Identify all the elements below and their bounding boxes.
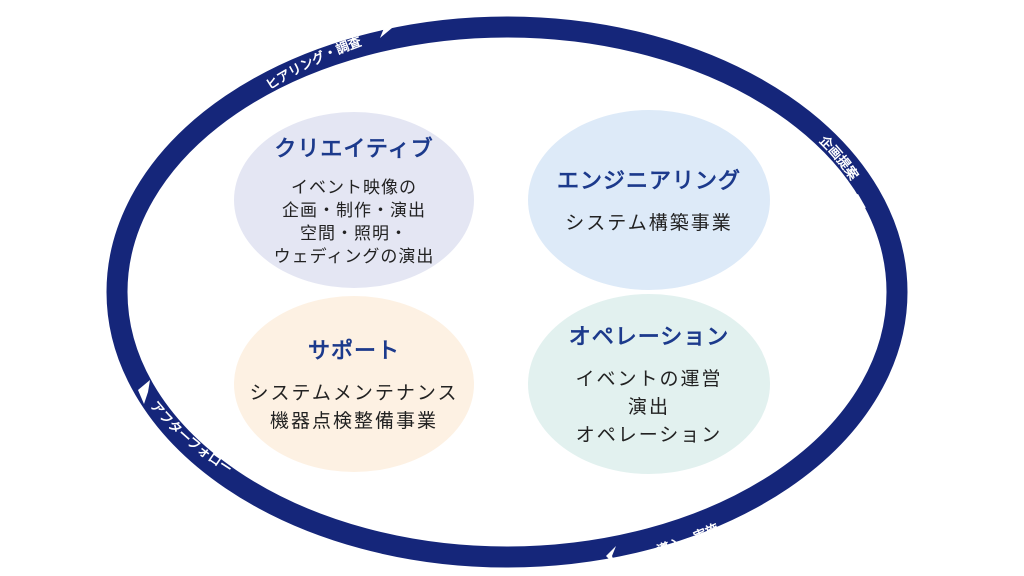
creative-title: クリエイティブ <box>274 137 434 162</box>
engineering-line: システム構築事業 <box>565 212 733 234</box>
ring-arrow-top <box>380 20 392 38</box>
operation-title: オペレーション <box>568 325 730 350</box>
support-title: サポート <box>307 339 400 364</box>
engineering-title: エンジニアリング <box>556 169 741 194</box>
creative-line: ウェディングの演出 <box>273 247 435 267</box>
ring-arrow-bottom <box>606 546 616 566</box>
support-line: 機器点検整備事業 <box>269 410 438 432</box>
support-circle: サポート システムメンテナンス 機器点検整備事業 <box>234 296 474 472</box>
creative-line: 企画・制作・演出 <box>282 201 426 221</box>
operation-line: オペレーション <box>575 424 723 446</box>
engineering-circle: エンジニアリング システム構築事業 <box>528 110 770 290</box>
support-line: システムメンテナンス <box>249 382 459 404</box>
label-after-follow: アフターフォロー <box>147 399 235 477</box>
ring-arrow-right <box>846 194 866 208</box>
creative-line: 空間・照明・ <box>300 224 408 244</box>
operation-line: 演出 <box>627 396 670 418</box>
operation-circle: オペレーション イベントの運営 演出 オペレーション <box>528 294 770 474</box>
operation-line: イベントの運営 <box>575 368 723 390</box>
label-hearing: ヒアリング・調査 <box>264 33 365 93</box>
cycle-ring <box>106 16 908 568</box>
creative-circle: クリエイティブ イベント映像の 企画・制作・演出 空間・照明・ ウェディングの演… <box>234 112 474 288</box>
creative-line: イベント映像の <box>291 178 417 198</box>
ring-arrow-left <box>138 380 150 404</box>
